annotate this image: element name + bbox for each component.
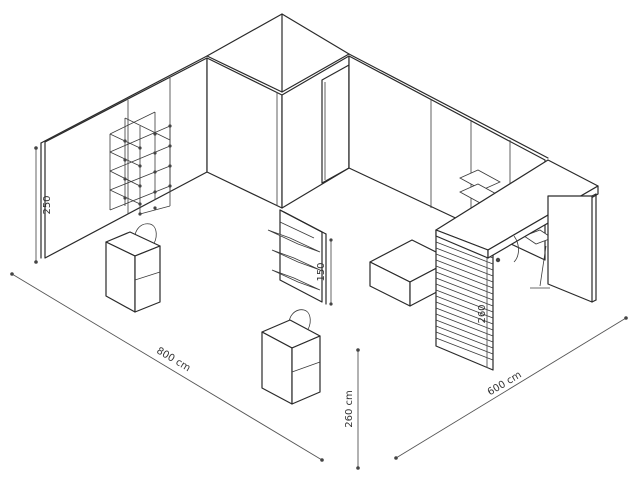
length-label: 800 cm — [154, 345, 192, 374]
center-shelf-display — [267, 209, 327, 305]
shelf-height-label: 150 — [316, 262, 327, 281]
center-counter — [261, 309, 321, 405]
right-column — [495, 193, 597, 303]
slatted-column — [435, 229, 494, 371]
dim-wall-height — [34, 146, 38, 264]
column-height-label: 260 — [477, 304, 488, 323]
corner-cube-wall — [206, 13, 350, 209]
left-counter — [105, 223, 161, 313]
dim-vertical-height — [356, 348, 360, 470]
dim-shelf-height — [329, 238, 333, 306]
vertical-height-label: 260 cm — [344, 390, 355, 428]
cube-shelf — [109, 111, 172, 216]
dim-width — [394, 316, 628, 460]
dim-length — [10, 272, 324, 462]
wall-height-label: 250 — [42, 195, 53, 214]
left-wall — [40, 55, 208, 259]
